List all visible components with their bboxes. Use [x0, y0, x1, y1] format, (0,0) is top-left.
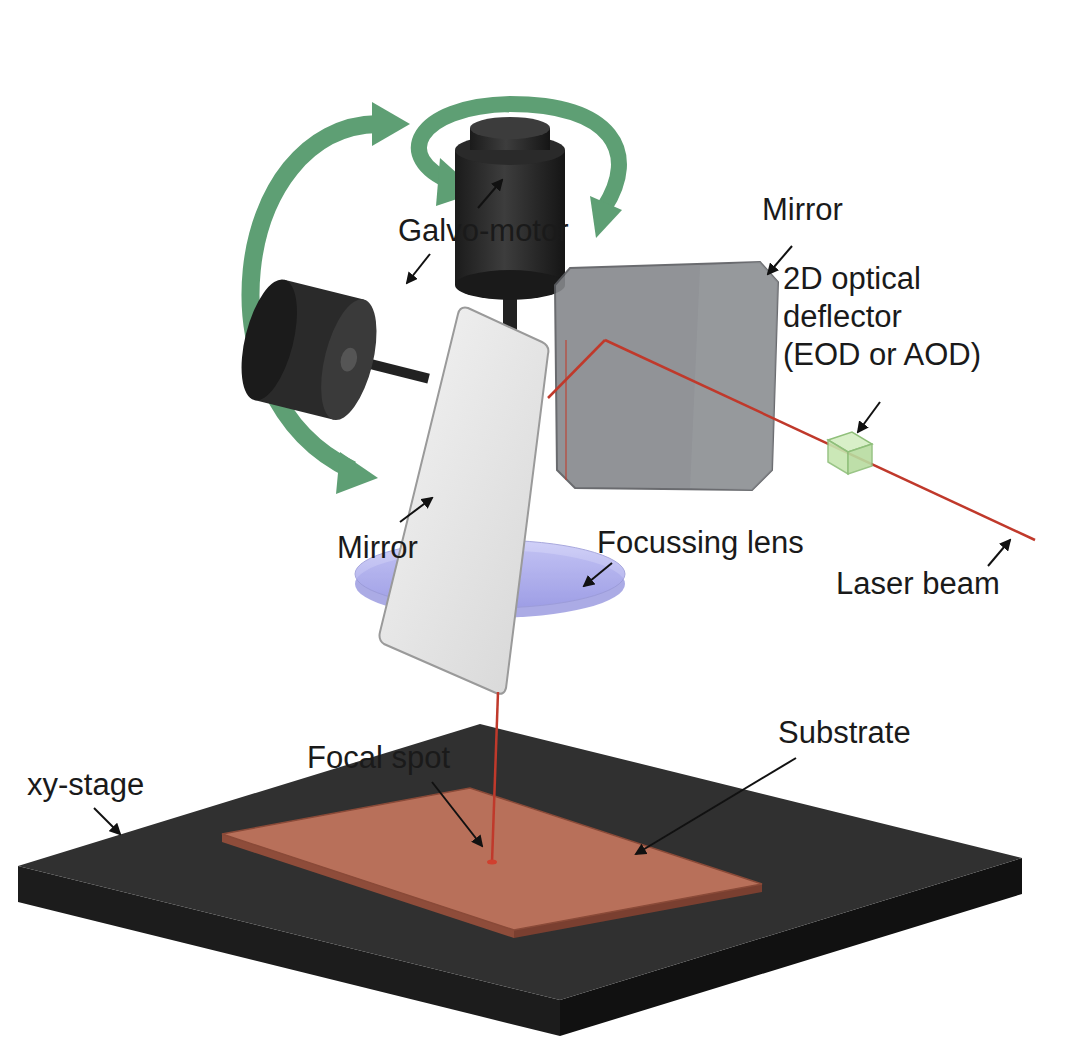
part-label: Focal spot	[307, 739, 450, 777]
part-label: Focussing lens	[597, 524, 804, 562]
part-label: Substrate	[778, 714, 911, 752]
substrate-plate	[222, 788, 762, 938]
scan-mirror	[555, 262, 778, 490]
part-label: Mirror	[762, 191, 843, 229]
optical-deflector	[828, 432, 872, 474]
part-label: Mirror	[337, 529, 418, 567]
part-label: Galvo-motor	[398, 212, 569, 250]
laser-beam	[492, 692, 498, 862]
focal-spot-mark	[487, 860, 497, 865]
deflecting-mirror	[380, 308, 549, 694]
leader-line	[94, 180, 1010, 854]
part-label: 2D optical deflector (EOD or AOD)	[783, 260, 985, 374]
part-label: xy-stage	[27, 766, 144, 804]
galvo-motor	[231, 274, 443, 440]
xy-stage-body	[18, 724, 1022, 1036]
part-label: Laser beam	[836, 565, 1000, 603]
